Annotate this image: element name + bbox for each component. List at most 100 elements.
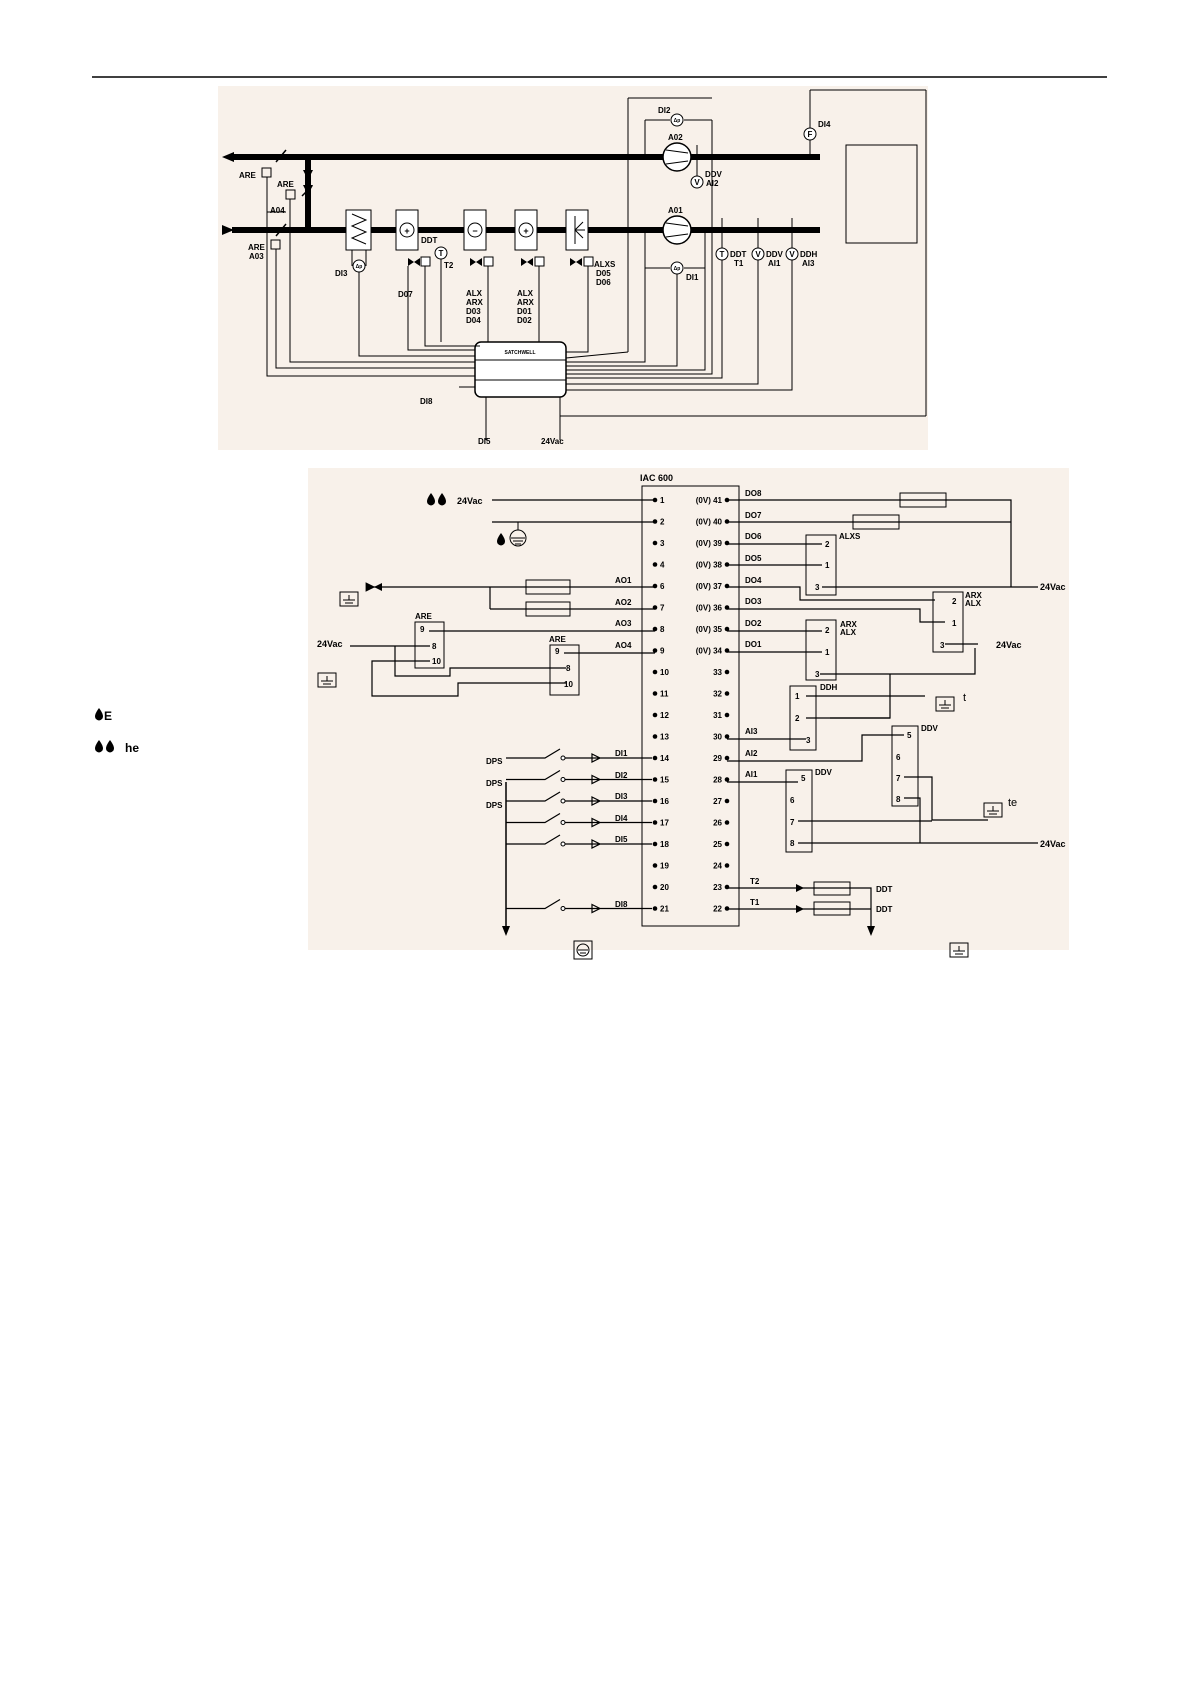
earth-icon bbox=[949, 942, 969, 958]
dp-di3-symbol: Δp bbox=[356, 264, 363, 270]
signal-ai2: AI2 bbox=[745, 749, 758, 758]
ddv-a-pin-5: 5 bbox=[907, 731, 912, 740]
di-switch-contact bbox=[560, 798, 566, 804]
drop-icon bbox=[95, 740, 103, 753]
signal-do6: DO6 bbox=[745, 532, 762, 541]
wiring-background bbox=[308, 468, 1069, 950]
terminal-dot bbox=[652, 540, 658, 546]
terminal-dot bbox=[724, 583, 730, 589]
wiring-diagram: IAC 600 12346789101112131415161718192021… bbox=[308, 468, 1069, 960]
terminal-dot bbox=[724, 691, 730, 696]
terminal-label-right: 32 bbox=[713, 690, 722, 699]
ddh-pin-3: 3 bbox=[806, 736, 811, 745]
terminal-dot bbox=[652, 884, 658, 890]
label-d07: D07 bbox=[398, 290, 413, 299]
label-arx2: ARX bbox=[517, 298, 535, 307]
terminal-label-right: 27 bbox=[713, 797, 722, 806]
terminal-label-left: 15 bbox=[660, 776, 669, 785]
terminal-dot bbox=[724, 626, 730, 632]
drop-icon bbox=[106, 740, 114, 753]
signal-ao4: AO4 bbox=[615, 641, 632, 650]
signal-do7: DO7 bbox=[745, 511, 762, 520]
fan-a02-icon bbox=[662, 142, 692, 172]
drop-icon bbox=[438, 493, 446, 506]
terminal-label-left: 1 bbox=[660, 496, 665, 505]
terminal-label-left: 17 bbox=[660, 819, 669, 828]
legend-item-2: he bbox=[125, 741, 139, 755]
arx-a-pin-2: 2 bbox=[952, 597, 957, 606]
signal-di8: DI8 bbox=[615, 900, 628, 909]
terminal-label-right: 26 bbox=[713, 819, 722, 828]
alxs-pin-2: 2 bbox=[825, 540, 830, 549]
terminal-label-left: 12 bbox=[660, 711, 669, 720]
ddv-a-label: DDV bbox=[921, 724, 939, 733]
terminal-dot bbox=[652, 863, 658, 868]
ddt-a-label: DDT bbox=[876, 885, 893, 894]
heater-2 bbox=[514, 209, 538, 251]
signal-do1: DO1 bbox=[745, 640, 762, 649]
terminal-label-right: (0V) 38 bbox=[696, 561, 723, 570]
supply-24vac-top: 24Vac bbox=[457, 496, 483, 506]
terminal-label-right: (0V) 36 bbox=[696, 604, 723, 613]
dp-di1-symbol: Δp bbox=[674, 266, 681, 272]
are-box-2 bbox=[549, 644, 580, 696]
terminal-dot bbox=[724, 734, 730, 739]
signal-t2: T2 bbox=[750, 877, 760, 886]
earth-icon bbox=[935, 696, 955, 712]
terminal-dot bbox=[724, 669, 730, 675]
signal-ao1: AO1 bbox=[615, 576, 632, 585]
label-ai1: AI1 bbox=[768, 259, 781, 268]
label-di1: DI1 bbox=[686, 273, 699, 282]
terminal-dot bbox=[652, 777, 658, 782]
terminal-dot bbox=[652, 820, 658, 825]
terminal-label-left: 4 bbox=[660, 561, 665, 570]
alxs-pin-3: 3 bbox=[815, 583, 820, 592]
terminal-label-left: 3 bbox=[660, 539, 665, 548]
signal-do8: DO8 bbox=[745, 489, 762, 498]
arx-b-pin-1: 1 bbox=[825, 648, 830, 657]
recirc-arrow-icon bbox=[303, 170, 313, 195]
are1-pin-8: 8 bbox=[432, 642, 437, 651]
are-box-1-label: ARE bbox=[415, 612, 433, 621]
label-di4: DI4 bbox=[818, 120, 831, 129]
terminal-dot bbox=[724, 712, 730, 718]
humidity-ai3-symbol: V bbox=[789, 250, 795, 259]
label-a01: A01 bbox=[668, 206, 683, 215]
di-switch bbox=[506, 834, 652, 849]
ahu-schematic: + − + Δp DI2 A02 Δp DI1 A01 bbox=[218, 86, 928, 450]
arx-a-pin-1: 1 bbox=[952, 619, 957, 628]
label-alx1: ALX bbox=[466, 289, 483, 298]
terminal-label-right: (0V) 37 bbox=[696, 582, 723, 591]
label-di5: DI5 bbox=[478, 437, 491, 446]
temp-t2-symbol: T bbox=[439, 249, 444, 258]
arx-box-b bbox=[805, 619, 837, 681]
terminal-label-right: 23 bbox=[713, 883, 722, 892]
arx-a-pin-3: 3 bbox=[940, 641, 945, 650]
room-box bbox=[845, 144, 918, 244]
drop-icon bbox=[95, 708, 103, 721]
drop-icon bbox=[427, 493, 435, 506]
label-di3: DI3 bbox=[335, 269, 348, 278]
label-a04: A04 bbox=[270, 206, 285, 215]
alxs-box bbox=[805, 534, 837, 596]
terminal-dot bbox=[724, 841, 730, 847]
signal-di5: DI5 bbox=[615, 835, 628, 844]
cooler bbox=[463, 209, 487, 251]
terminal-label-right: 28 bbox=[713, 776, 722, 785]
terminal-label-right: (0V) 34 bbox=[696, 647, 723, 656]
signal-do4: DO4 bbox=[745, 576, 762, 585]
legend-item-1: E bbox=[104, 709, 112, 723]
terminal-label-left: 10 bbox=[660, 668, 669, 677]
earth-icon bbox=[317, 672, 337, 688]
terminal-label-left: 20 bbox=[660, 883, 669, 892]
terminal-dot bbox=[652, 691, 658, 696]
supply-24vac-left: 24Vac bbox=[317, 639, 343, 649]
label-d03: D03 bbox=[466, 307, 481, 316]
label-ai3: AI3 bbox=[802, 259, 815, 268]
signal-di3: DI3 bbox=[615, 792, 628, 801]
ddv-b-pin-8: 8 bbox=[790, 839, 795, 848]
signal-do3: DO3 bbox=[745, 597, 762, 606]
terminal-label-left: 8 bbox=[660, 625, 665, 634]
label-di8: DI8 bbox=[420, 397, 433, 406]
ddt-b-label: DDT bbox=[876, 905, 893, 914]
